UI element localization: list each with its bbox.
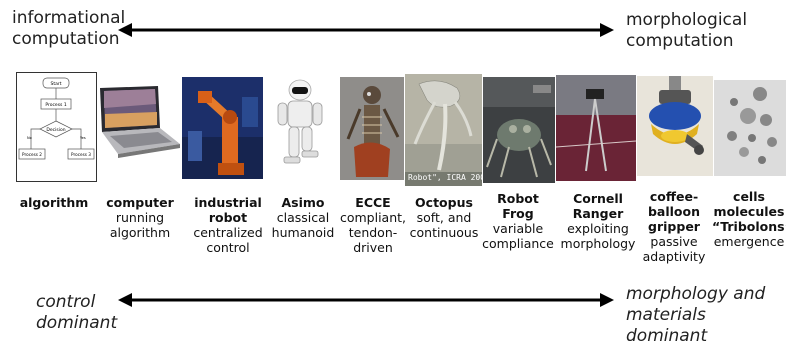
robot-frog-image [483, 77, 555, 183]
caption-coffee-balloon-gripper: coffee- balloon gripper passive adaptivi… [642, 189, 706, 264]
caption-algorithm: algorithm [19, 195, 89, 210]
industrial-robot-image [182, 77, 263, 179]
flowchart-start-text: Start [51, 81, 62, 87]
caption-tribolons: cells molecules “Tribolons” emergence [712, 189, 786, 249]
caption-octopus: Octopus soft, and continuous [409, 195, 479, 240]
asimo-humanoid-image [264, 77, 338, 177]
caption-cornell-ranger: Cornell Ranger exploiting morphology [560, 191, 636, 251]
caption-computer: computer running algorithm [106, 195, 174, 240]
ecce-robot-image [340, 77, 404, 180]
flowchart-process3-text: Process 3 [71, 152, 91, 157]
tribolons-cells-image [714, 80, 786, 176]
coffee-balloon-gripper-image [637, 76, 713, 176]
morphological-computation-label: morphological computation [626, 10, 748, 51]
laptop-computer-image [96, 84, 182, 160]
morphology-materials-dominant-label: morphology and materials dominant [626, 284, 766, 346]
octopus-robot-image: Robot", ICRA 2007. [405, 74, 482, 186]
caption-ecce: ECCE compliant, tendon- driven [339, 195, 407, 255]
flowchart-process1-text: Process 1 [45, 102, 67, 108]
caption-industrial-robot: industrial robot centralized control [193, 195, 263, 255]
caption-robot-frog: Robot Frog variable compliance [482, 191, 554, 251]
cornell-ranger-image [556, 75, 636, 181]
flowchart-yes-text: Yes [80, 136, 86, 140]
informational-computation-label: informational computation [12, 8, 126, 49]
caption-asimo: Asimo classical humanoid [271, 195, 335, 240]
bottom-double-arrow [118, 292, 614, 308]
top-double-arrow [118, 22, 614, 38]
flowchart-no-text: No [27, 136, 32, 140]
flowchart-process2-text: Process 2 [22, 152, 42, 157]
octopus-photo-caption: Robot", ICRA 2007. [408, 173, 482, 182]
flowchart-decision-text: Decision [46, 127, 65, 133]
algorithm-flowchart-image: Start Process 1 Decision No Yes Process … [16, 72, 97, 182]
